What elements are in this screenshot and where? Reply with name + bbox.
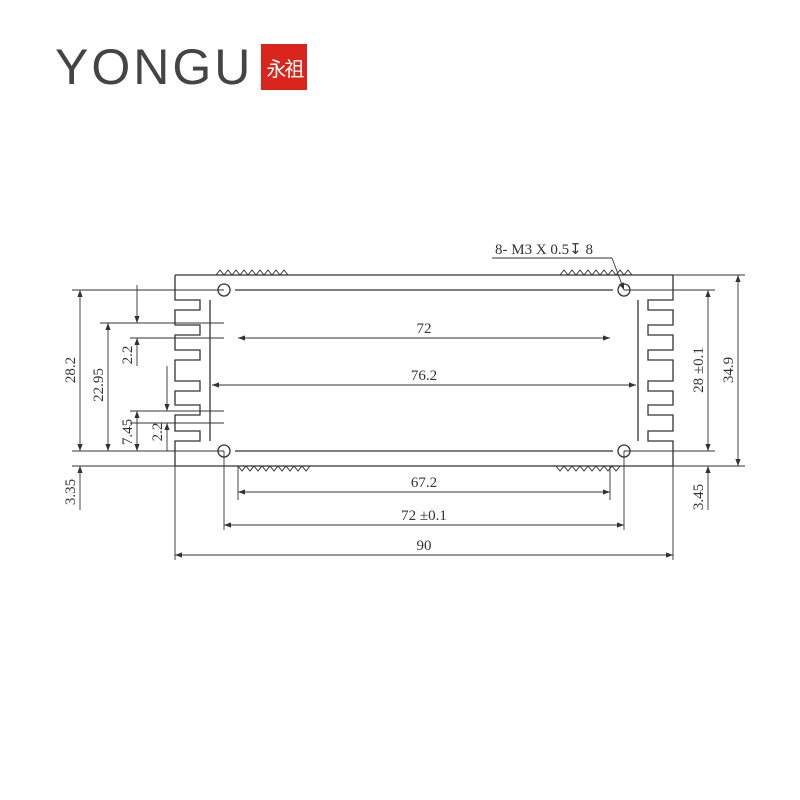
serration xyxy=(215,269,289,276)
dim-inner-width-bottom: 67.2 xyxy=(411,475,437,491)
left-fin-outline xyxy=(174,275,201,466)
serration xyxy=(237,465,311,472)
serration xyxy=(559,269,633,276)
serration xyxy=(555,465,621,472)
dim-right-bottom-offset: 3.45 xyxy=(691,484,707,510)
extrusion-profile xyxy=(175,274,673,467)
dim-inner-width-mid: 76.2 xyxy=(411,368,437,384)
dim-overall-height: 34.9 xyxy=(721,357,737,383)
brand-name: YONGU xyxy=(55,39,254,95)
brand-logo: YONGU 永祖 xyxy=(55,39,308,95)
dim-overall-width: 90 xyxy=(417,538,432,554)
dim-right-height: 28 ±0.1 xyxy=(691,347,707,393)
dim-left-slot-pitch: 7.45 xyxy=(120,419,136,445)
heatsink-fins xyxy=(174,275,674,466)
dim-inner-width-top: 72 xyxy=(417,321,432,337)
serrations xyxy=(215,269,633,472)
dim-center-width: 72 ±0.1 xyxy=(401,508,447,524)
dim-left-bottom-offset: 3.35 xyxy=(63,479,79,505)
dim-left-height: 28.2 xyxy=(63,357,79,383)
dim-left-height-inner: 22.95 xyxy=(91,368,107,402)
right-fin-outline xyxy=(647,275,674,466)
callout-thread: 8- M3 X 0.5↧ 8 xyxy=(495,242,593,258)
brand-seal: 永祖 xyxy=(261,44,308,90)
dim-left-top-offset: 2.2 xyxy=(120,346,136,365)
dim-left-slot-width: 2.2 xyxy=(150,423,166,442)
